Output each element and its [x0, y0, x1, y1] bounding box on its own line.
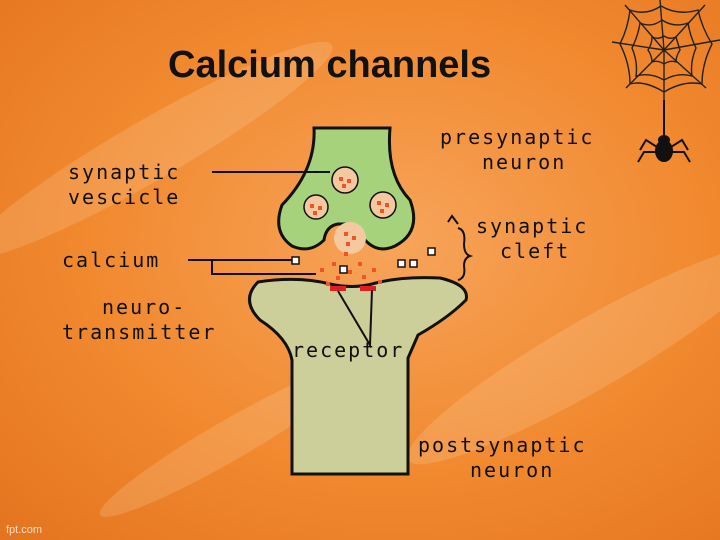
receptor-sites [330, 286, 376, 291]
spider-icon [637, 100, 691, 163]
neurotransmitter-label-line-2: transmitter [62, 320, 217, 344]
synaptic-vesicle-label: synaptic vescicle [68, 160, 180, 210]
vesicle-label-line-2: vescicle [68, 185, 181, 209]
calcium-leader-line-2 [211, 260, 316, 275]
synaptic-vesicle [369, 191, 397, 219]
synaptic-vesicle [303, 194, 329, 220]
presynaptic-label-line-2: neuron [482, 150, 567, 174]
synaptic-cleft-label: synaptic cleft [476, 214, 588, 264]
fusing-vesicle [334, 222, 366, 254]
cleft-label-line-2: cleft [500, 239, 571, 263]
neurotransmitter-label-line-1: neuro- [102, 295, 187, 319]
postsynaptic-label-line-1: postsynaptic [418, 433, 587, 457]
postsynaptic-neuron [248, 276, 468, 476]
cleft-pointer [447, 214, 459, 225]
presynaptic-neuron-label: presynaptic neuron [440, 125, 594, 175]
receptor-label: receptor [292, 338, 405, 362]
cleft-bracket [457, 227, 474, 281]
slide-title: Calcium channels [168, 44, 492, 86]
calcium-label: calcium [62, 248, 161, 272]
postsynaptic-neuron-label: postsynaptic neuron [418, 433, 587, 483]
spider-web-icon [611, 0, 720, 100]
calcium-ions [291, 247, 436, 274]
postsynaptic-label-line-2: neuron [470, 458, 555, 482]
receptor-leader-line [337, 289, 373, 349]
vesicle-label-line-1: synaptic [68, 160, 181, 184]
neurotransmitter-dots [320, 252, 382, 286]
cleft-label-line-1: synaptic [476, 214, 589, 238]
watermark: fpt.com [6, 524, 43, 536]
neurotransmitter-label: neuro- transmitter [62, 295, 216, 345]
presynaptic-label-line-1: presynaptic [440, 125, 595, 149]
synaptic-vesicle [331, 166, 359, 194]
